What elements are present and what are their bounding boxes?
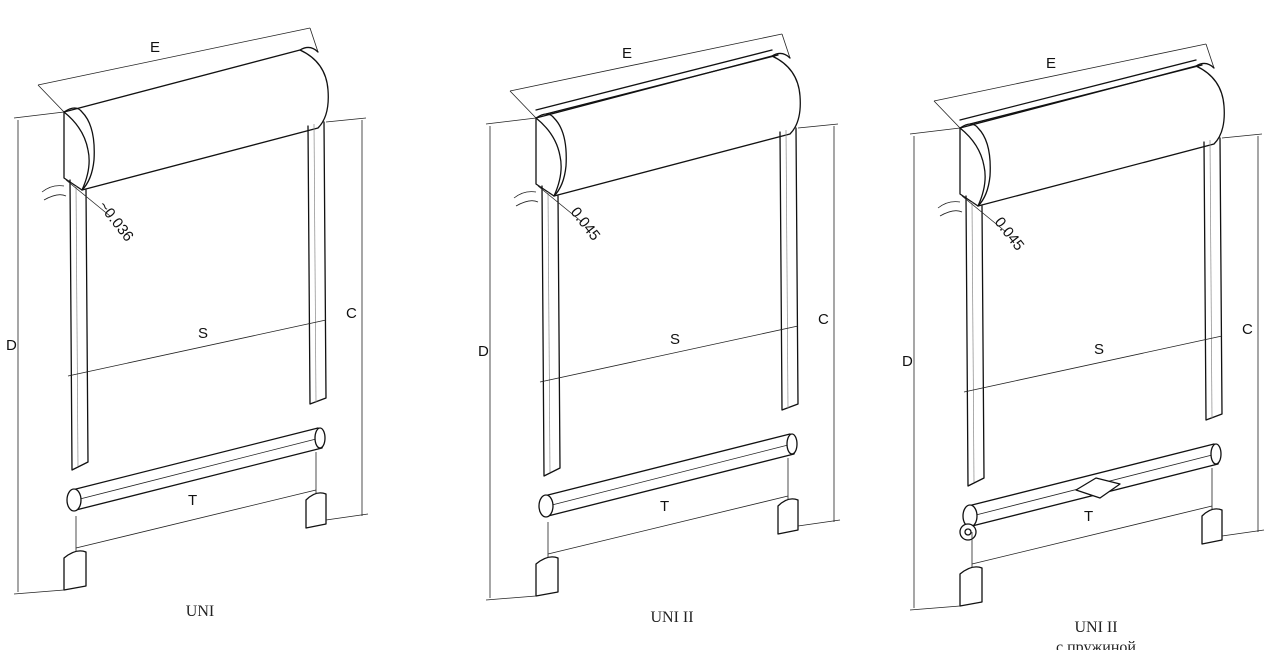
gap-dimension-label: 0.045 (991, 214, 1028, 254)
figure-caption: UNI II (1074, 619, 1117, 636)
dim-label-t: T (188, 492, 197, 509)
dim-label-e: E (1046, 55, 1056, 72)
dim-label-c: C (1242, 321, 1253, 338)
roller-blind-uni-drawing (13, 27, 369, 595)
dim-label-e: E (622, 45, 632, 62)
gap-dimension-label: 0.045 (567, 204, 604, 244)
roller-blind-uni-ii-drawing (485, 33, 841, 601)
figure-subcaption: с пружиной (1056, 639, 1136, 650)
dim-label-c: C (818, 311, 829, 328)
dim-label-s: S (670, 331, 680, 348)
dim-label-s: S (1094, 341, 1104, 358)
dim-label-c: C (346, 305, 357, 322)
dim-label-d: D (902, 353, 913, 370)
dim-label-t: T (660, 498, 669, 515)
dim-label-t: T (1084, 508, 1093, 525)
figure-caption: UNI II (650, 609, 693, 626)
dim-label-e: E (150, 39, 160, 56)
dim-label-d: D (6, 337, 17, 354)
dim-label-d: D (478, 343, 489, 360)
roller-blind-uni-ii-spring-drawing (909, 43, 1265, 611)
dim-label-s: S (198, 325, 208, 342)
gap-dimension-label: ~0.036 (95, 198, 137, 245)
figure-caption: UNI (186, 603, 214, 620)
